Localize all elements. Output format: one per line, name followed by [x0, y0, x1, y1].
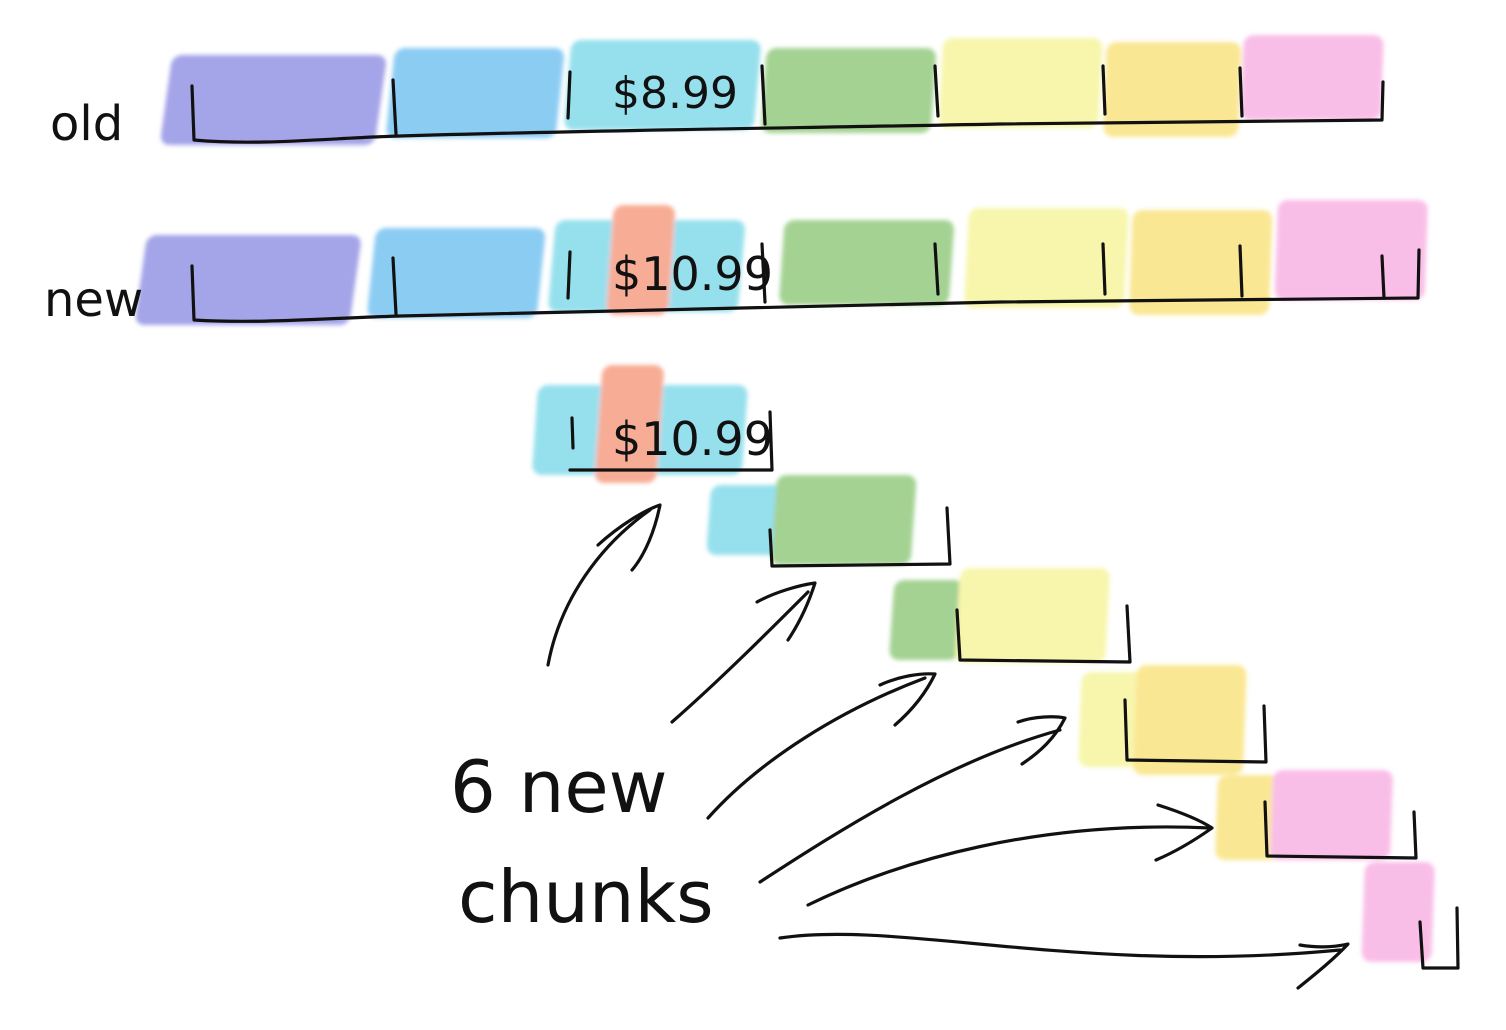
old-chunk-pink: [1241, 35, 1384, 120]
new-chunk-4: [1078, 665, 1268, 775]
caption: 6 new chunks: [450, 745, 714, 939]
new-chunk-5: [1215, 770, 1418, 860]
caption-line-1: 6 new: [450, 745, 668, 829]
new-row-label: new: [44, 272, 143, 328]
old-chunk-green: [761, 48, 936, 133]
new-chunk-3-green: [889, 580, 964, 660]
arrow-4: [758, 715, 1067, 884]
new-chunk-gold: [1129, 210, 1273, 315]
new-chunk-blue: [367, 228, 546, 318]
old-row-color-chunks: [160, 35, 1384, 145]
old-chunk-gold: [1103, 42, 1242, 137]
new-chunk-1-changed: [594, 365, 664, 483]
old-chunk-cyan: [564, 40, 761, 130]
new-price: $10.99: [612, 247, 773, 301]
new-chunk-6-pink: [1361, 862, 1435, 962]
new-chunk-pink: [1274, 200, 1428, 300]
new-row: new $10.99: [44, 200, 1428, 328]
arrow-1: [546, 503, 662, 667]
arrows: [546, 503, 1350, 990]
new-chunk-indigo: [135, 235, 361, 325]
new-chunk-1-price: $10.99: [612, 412, 773, 466]
new-chunk-5-gold: [1215, 775, 1288, 860]
new-chunk-4-gold: [1133, 665, 1247, 775]
new-row-color-chunks: [135, 200, 1428, 325]
new-chunk-1: $10.99: [532, 365, 774, 483]
old-row-label: old: [50, 96, 123, 152]
old-price: $8.99: [612, 68, 738, 119]
caption-line-2: chunks: [458, 855, 714, 939]
new-chunk-6: [1361, 862, 1460, 970]
new-chunk-5-pink: [1270, 770, 1393, 860]
arrow-5: [806, 803, 1214, 907]
new-chunk-yellow: [964, 208, 1129, 308]
new-chunk-green: [779, 220, 954, 305]
old-chunk-indigo: [160, 55, 386, 145]
new-chunk-3: [889, 568, 1132, 664]
old-chunk-yellow: [938, 38, 1103, 128]
new-chunk-changed: [606, 205, 675, 315]
new-row-bracket: [190, 242, 1421, 323]
old-row-bracket: [190, 64, 1385, 144]
new-chunk-2: [706, 475, 952, 568]
old-chunk-blue: [386, 48, 564, 138]
arrow-3: [706, 672, 937, 820]
arrow-2: [670, 581, 817, 724]
old-row: old $8.99: [50, 35, 1385, 152]
arrow-6: [778, 932, 1350, 990]
new-chunks: $10.99: [532, 365, 1460, 970]
new-chunk-3-yellow: [955, 568, 1110, 663]
new-chunk-2-green: [771, 475, 917, 565]
